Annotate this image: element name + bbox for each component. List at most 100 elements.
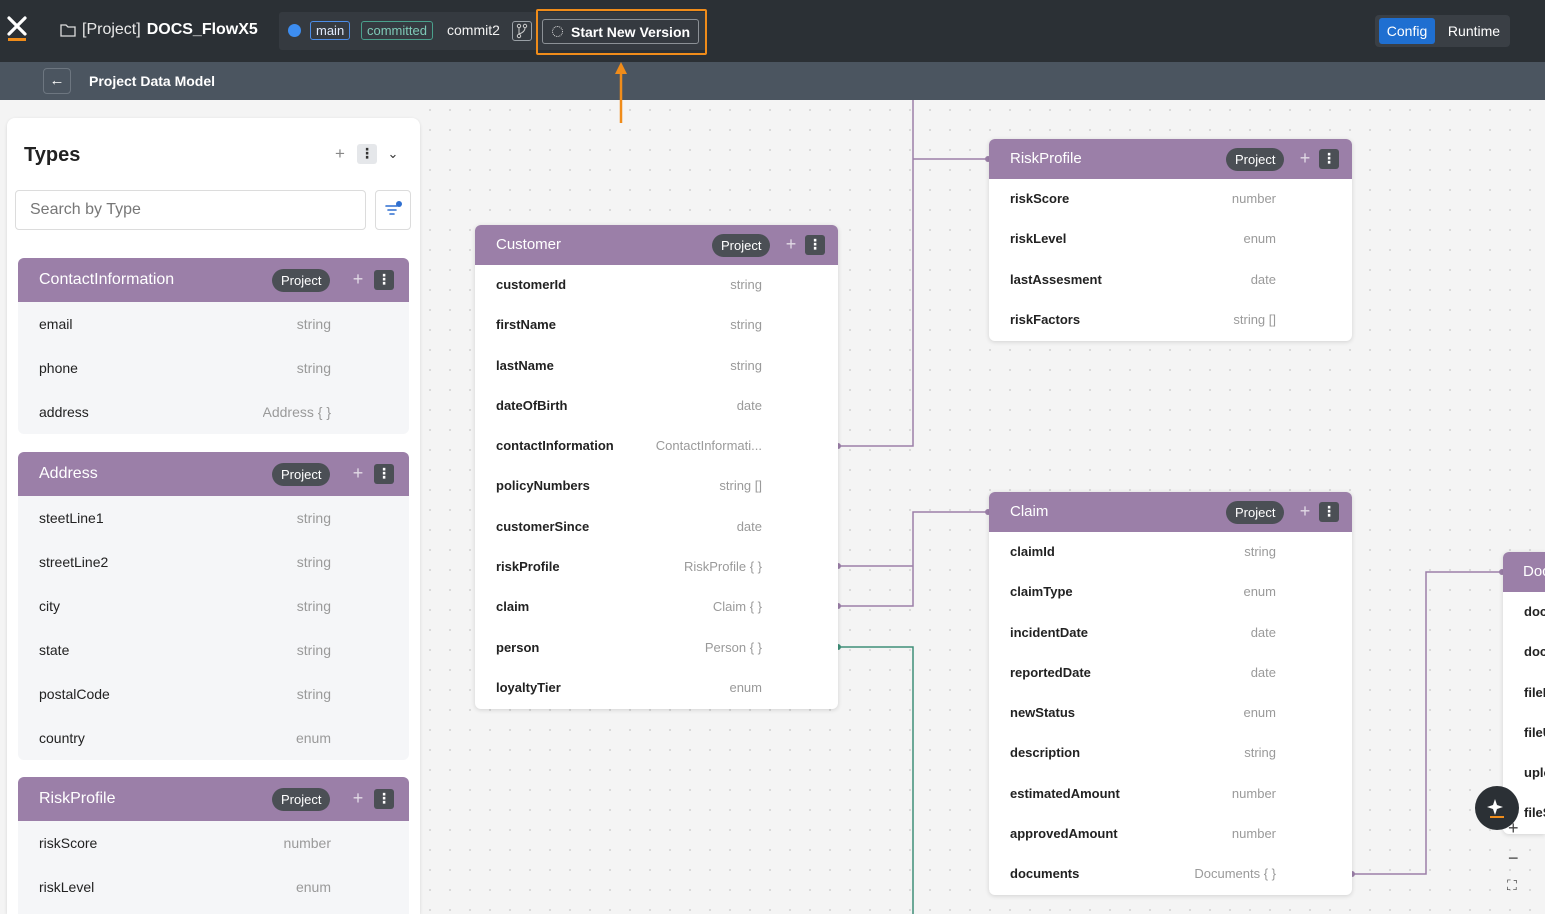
more-options-icon[interactable]: ⋮ (1319, 149, 1339, 169)
field-name: riskFactors (1010, 311, 1081, 327)
branch-icon[interactable] (512, 21, 532, 41)
runtime-tab[interactable]: Runtime (1447, 23, 1501, 39)
type-card-header[interactable]: Address Project + ⋮ (18, 452, 409, 496)
node-header[interactable]: Claim Project + ⋮ (989, 492, 1352, 532)
type-card-header[interactable]: ContactInformation Project + ⋮ (18, 258, 409, 302)
project-badge: Project (712, 234, 771, 257)
more-options-icon[interactable]: ⋮ (374, 789, 394, 809)
node-title: Doc (1523, 563, 1545, 580)
project-breadcrumb[interactable]: [Project] DOCS_FlowX5 (60, 21, 258, 39)
fit-view-icon[interactable]: ⛶ (1507, 877, 1517, 893)
type-card-address[interactable]: Address Project + ⋮ steetLine1 string stre… (18, 452, 409, 760)
start-new-version-button[interactable]: Start New Version (542, 19, 699, 44)
field-row[interactable]: fileS (1503, 793, 1545, 833)
more-options-icon[interactable]: ⋮ (805, 235, 825, 255)
chevron-down-icon[interactable]: ⌄ (387, 146, 399, 161)
field-name: steetLine1 (39, 510, 104, 526)
more-options-icon[interactable]: ⋮ (1319, 502, 1339, 522)
config-tab[interactable]: Config (1379, 18, 1435, 44)
node-header[interactable]: Customer Project + ⋮ (475, 225, 838, 265)
sub-header (0, 62, 1545, 100)
type-card-header[interactable]: RiskProfile Project + ⋮ (18, 777, 409, 821)
field-type: Address { } (262, 404, 332, 420)
node-header[interactable]: Doc (1503, 552, 1545, 592)
filter-icon[interactable] (375, 190, 411, 230)
field-row[interactable]: docu (1503, 632, 1545, 672)
add-field-icon[interactable]: + (1299, 148, 1311, 168)
more-options-icon[interactable]: ⋮ (357, 144, 377, 164)
more-options-icon[interactable]: ⋮ (374, 464, 394, 484)
ai-assistant-button[interactable] (1475, 786, 1519, 830)
add-field-icon[interactable]: + (1299, 501, 1311, 521)
field-name: docu (1524, 644, 1545, 660)
add-type-icon[interactable]: + (335, 144, 345, 163)
field-type: number (1231, 826, 1276, 842)
field-name: dateOfBirth (496, 397, 568, 413)
more-options-icon[interactable]: ⋮ (374, 270, 394, 290)
field-row[interactable]: fileN (1503, 673, 1545, 713)
field-name: streetLine2 (39, 554, 109, 570)
add-field-icon[interactable]: + (352, 269, 364, 289)
field-name: uplo (1524, 765, 1545, 781)
field-type: string (296, 510, 331, 526)
field-name: docu (1524, 604, 1545, 619)
field-row[interactable]: uplo (1503, 753, 1545, 793)
add-field-icon[interactable]: + (352, 463, 364, 483)
field-row[interactable]: fileU (1503, 713, 1545, 753)
add-field-icon[interactable]: + (352, 788, 364, 808)
page-title: Project Data Model (89, 73, 216, 89)
documents-type-node[interactable]: Doc docu docu fileNfileU uplo fileS (1503, 552, 1545, 834)
field-row[interactable]: steetLine1 string (18, 496, 409, 540)
zoom-in-icon[interactable]: + (1508, 818, 1519, 838)
node-header[interactable]: RiskProfile Project + ⋮ (989, 139, 1352, 179)
flowx-logo[interactable] (6, 16, 28, 42)
node-title: Claim (1010, 503, 1049, 520)
branch-status-dot (288, 24, 301, 37)
search-input[interactable] (15, 190, 366, 230)
back-arrow-icon[interactable]: ← (43, 68, 71, 94)
field-name: city (39, 598, 60, 614)
field-row[interactable]: docu (1503, 592, 1545, 632)
zoom-out-icon[interactable]: − (1508, 848, 1519, 868)
add-field-icon[interactable]: + (785, 234, 797, 254)
